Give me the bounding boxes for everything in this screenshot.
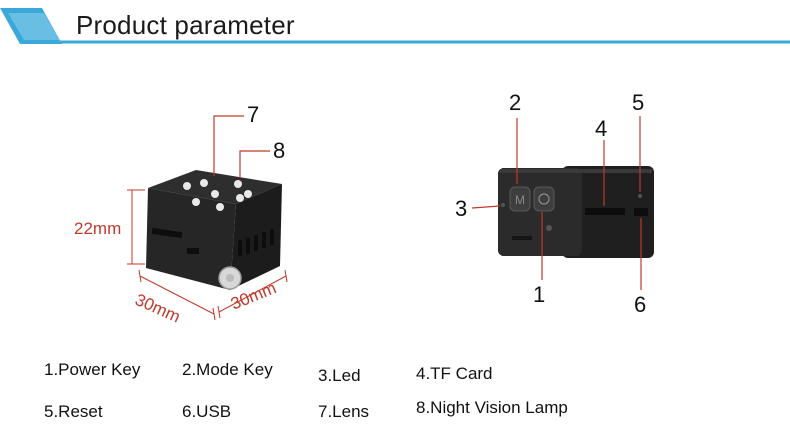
callout-5: 5 [632, 90, 645, 115]
header-ornament [0, 8, 790, 44]
legend-mode-key: 2.Mode Key [182, 360, 273, 379]
callout-8: 8 [273, 138, 286, 163]
header-bar: Product parameter [0, 0, 790, 48]
svg-text:M: M [515, 193, 525, 207]
legend-power-key: 1.Power Key [44, 360, 141, 379]
page-title: Product parameter [76, 10, 295, 40]
legend-reset: 5.Reset [44, 402, 103, 421]
legend-usb: 6.USB [182, 402, 232, 421]
legend-led: 3.Led [318, 366, 361, 385]
legend-night-vision-lamp: 8.Night Vision Lamp [416, 398, 568, 417]
callout-1: 1 [533, 282, 546, 307]
callout-6: 6 [634, 292, 647, 317]
legend-lens: 7.Lens [318, 402, 370, 421]
right-camera-cube: M [498, 166, 654, 258]
left-camera-cube [146, 170, 282, 290]
legend-tf-card: 4.TF Card [416, 364, 493, 383]
right-callout-lines [471, 116, 642, 290]
left-callout-lines [213, 115, 270, 178]
callout-2: 2 [509, 90, 522, 115]
dimension-height: 22mm [74, 219, 122, 238]
dimension-lines [127, 189, 288, 321]
callout-3: 3 [455, 196, 468, 221]
callout-4: 4 [595, 116, 608, 141]
callout-7: 7 [247, 102, 260, 127]
